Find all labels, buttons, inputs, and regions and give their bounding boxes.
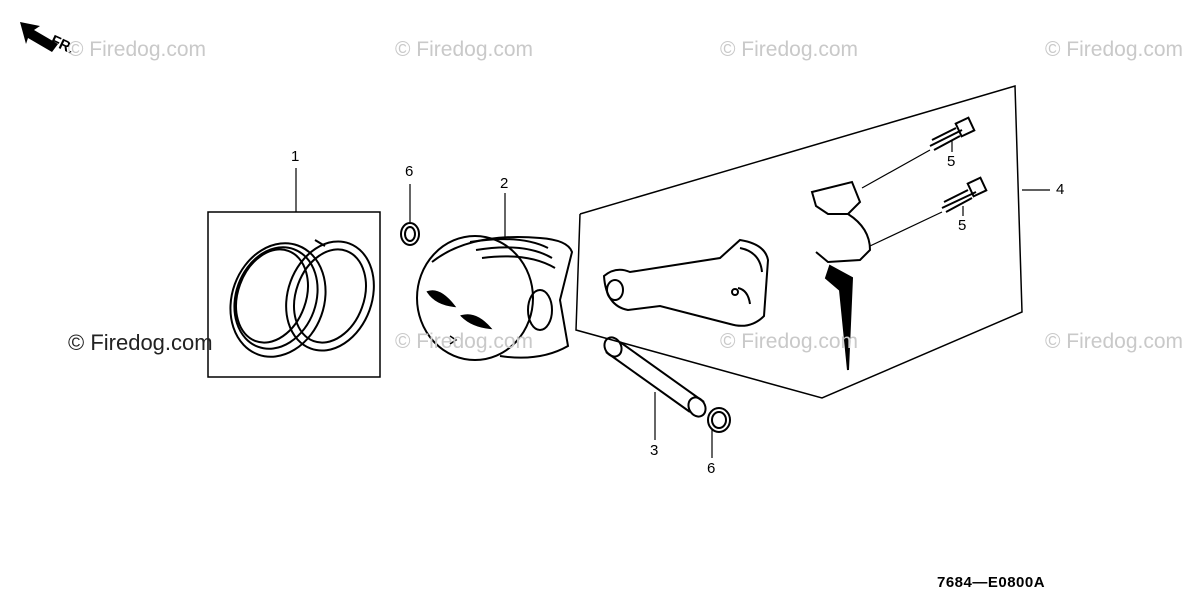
watermark-text: © Firedog.com bbox=[68, 330, 213, 355]
diagram-reference-code: 7684—E0800A bbox=[937, 574, 1046, 591]
pin-clip-lower bbox=[707, 407, 731, 433]
connecting-rod-set-outline bbox=[575, 85, 1023, 399]
callout-connecting-rod-set: 4 bbox=[1056, 181, 1065, 198]
callout-piston-pin: 3 bbox=[650, 442, 659, 459]
watermark-text: © Firedog.com bbox=[395, 330, 534, 353]
piston-ring-set bbox=[207, 211, 381, 378]
callout-piston: 2 bbox=[500, 175, 509, 192]
rod-cap bbox=[810, 180, 872, 371]
callout-rod-bolt-lower: 5 bbox=[958, 217, 967, 234]
piston-pin bbox=[603, 336, 707, 418]
rod-bolt-lower bbox=[941, 176, 988, 213]
rod-bolt-upper bbox=[929, 116, 976, 151]
watermark-text: © Firedog.com bbox=[720, 330, 859, 353]
front-direction-arrow-icon bbox=[20, 22, 58, 52]
watermark-text: © Firedog.com bbox=[68, 38, 207, 61]
piston bbox=[416, 235, 574, 361]
pin-clip-upper bbox=[400, 222, 420, 246]
connecting-rod bbox=[602, 238, 770, 327]
leader-line-bolt-to-cap-upper bbox=[861, 149, 931, 189]
watermark-text: © Firedog.com bbox=[1045, 330, 1184, 353]
leader-line-bolt-to-cap-lower bbox=[869, 211, 943, 247]
watermark-text: © Firedog.com bbox=[1045, 38, 1184, 61]
callout-pin-clip-upper: 6 bbox=[405, 163, 414, 180]
watermark-text: © Firedog.com bbox=[395, 38, 534, 61]
callout-piston-ring-set: 1 bbox=[291, 148, 300, 165]
callout-rod-bolt-upper: 5 bbox=[947, 153, 956, 170]
callout-pin-clip-lower: 6 bbox=[707, 460, 716, 477]
watermark-text: © Firedog.com bbox=[720, 38, 859, 61]
